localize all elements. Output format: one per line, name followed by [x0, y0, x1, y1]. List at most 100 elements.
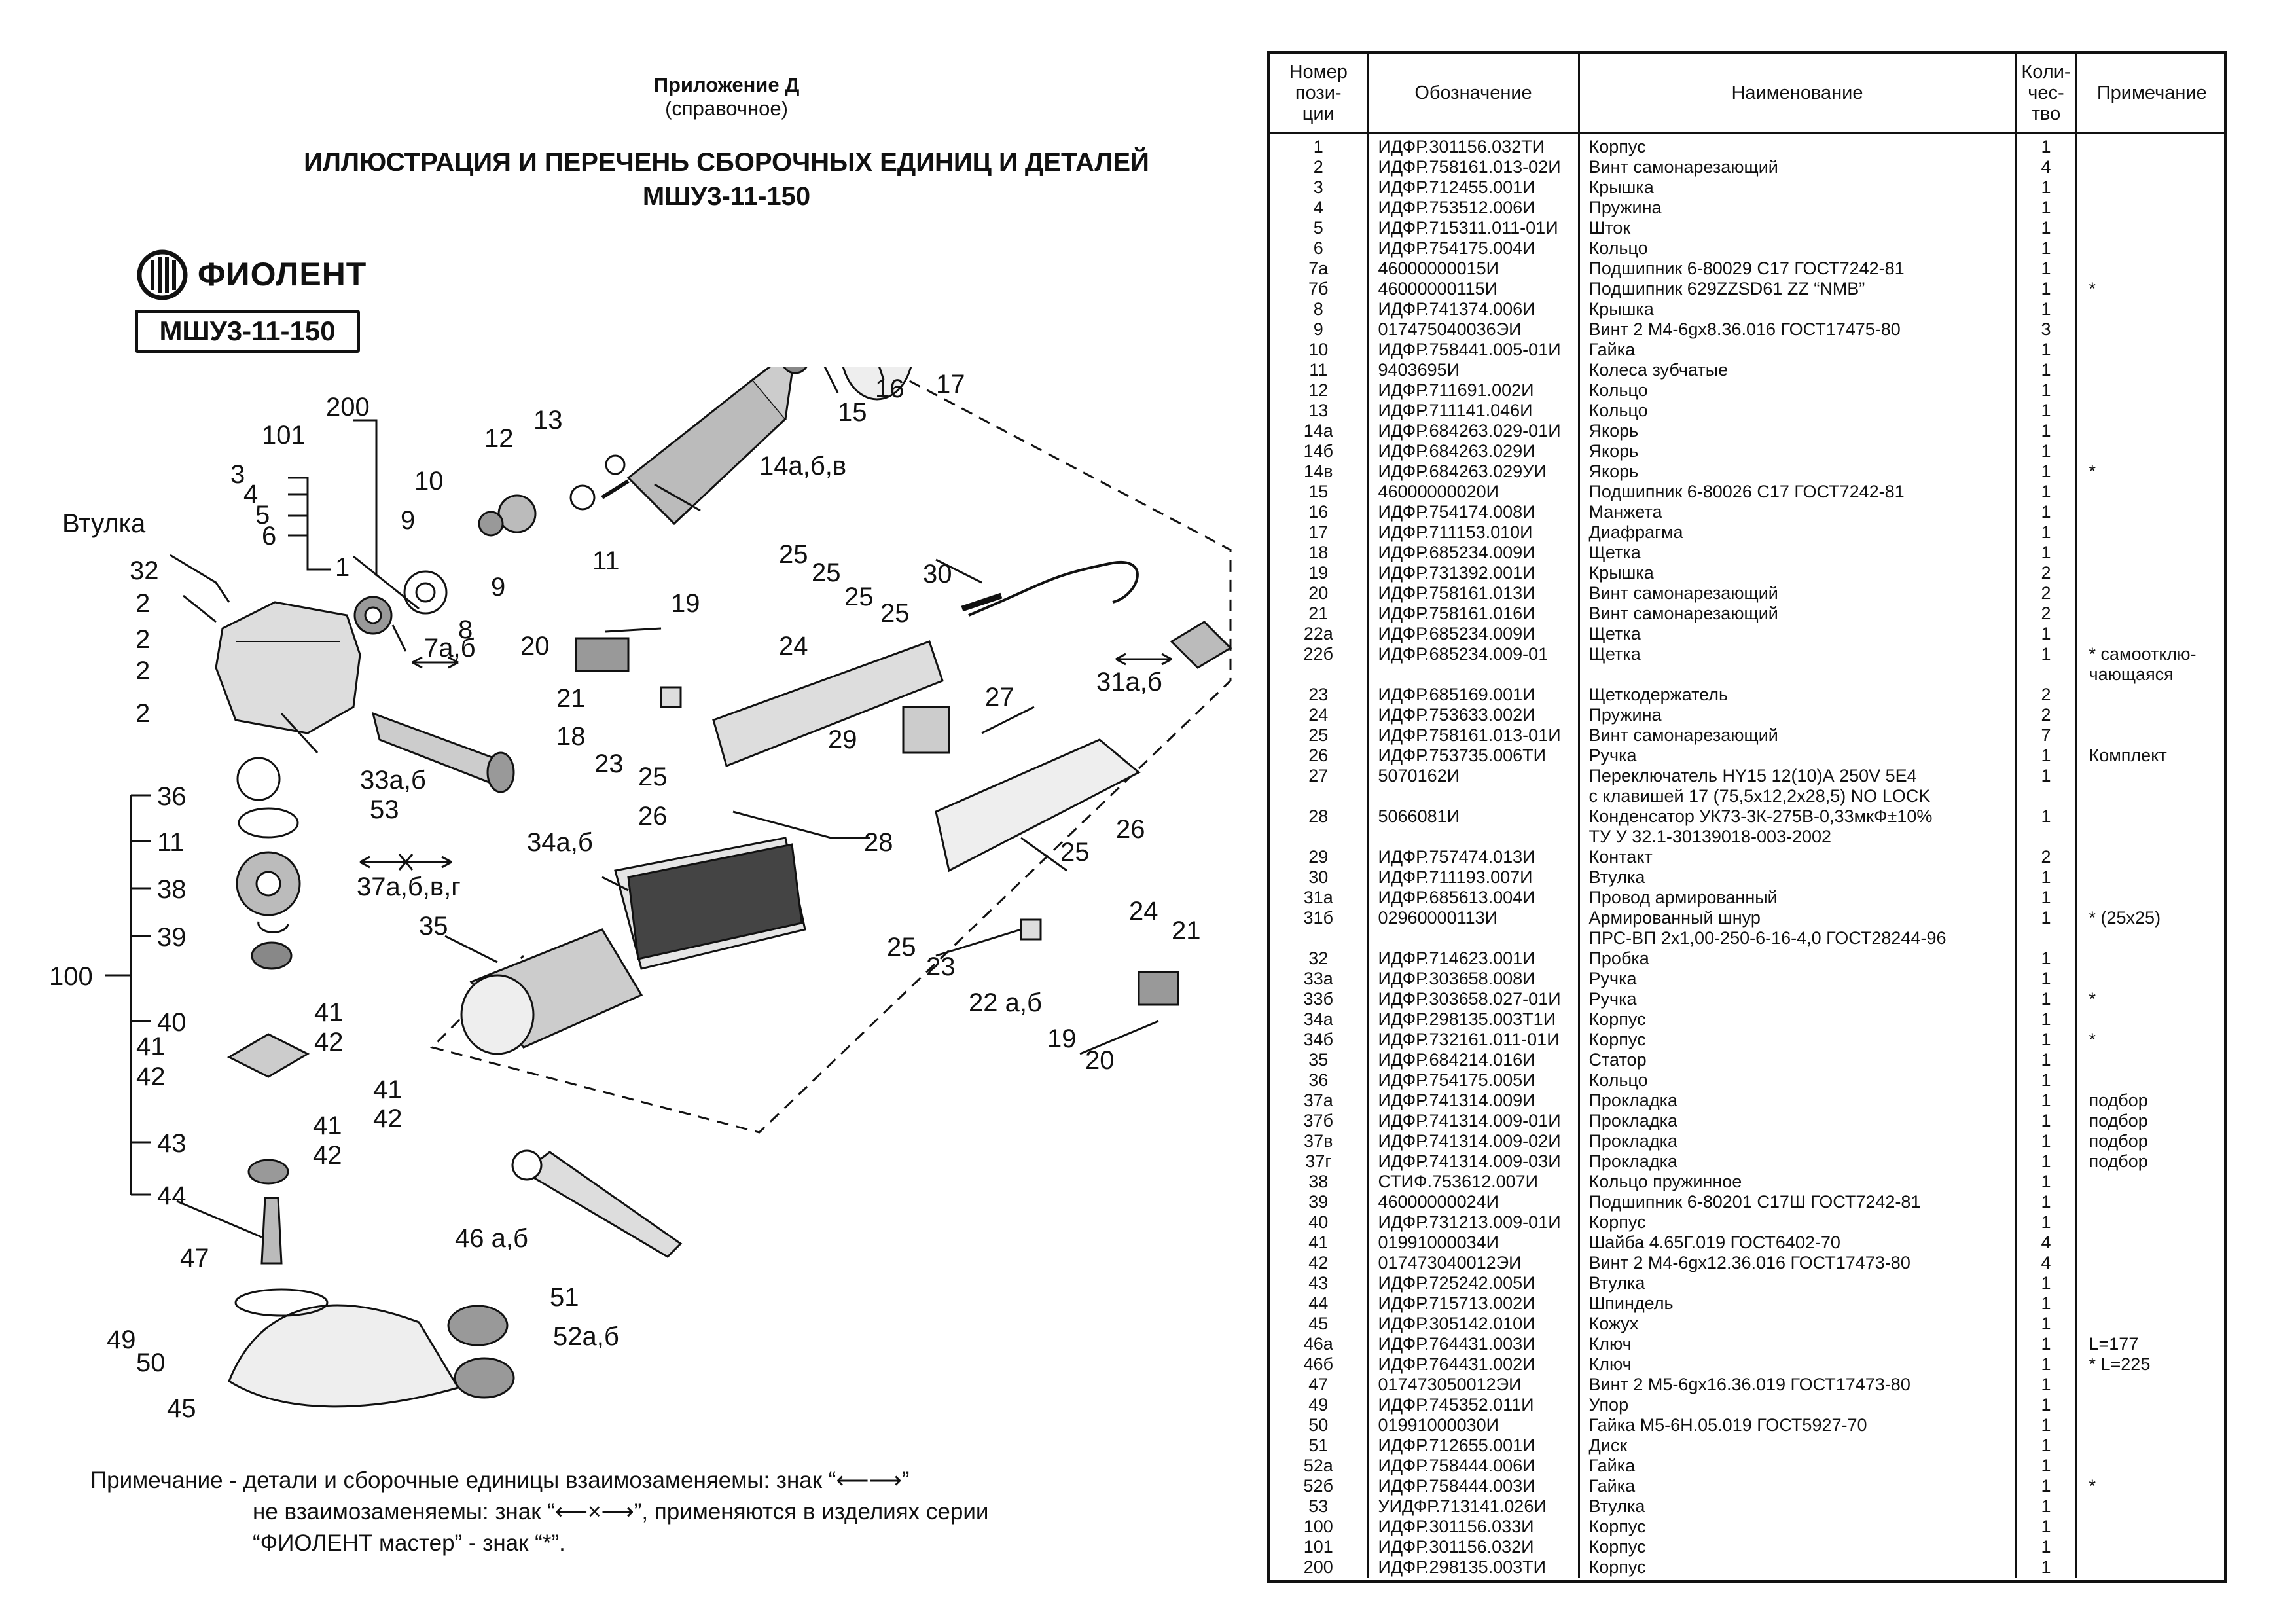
stator-icon [460, 928, 643, 1055]
cell-designation: ИДФР.684214.016И [1367, 1050, 1579, 1070]
cell-designation: ИДФР.758161.013-01И [1367, 725, 1579, 746]
cell-quantity: 1 [2015, 279, 2076, 299]
cell-designation: ИДФР.731392.001И [1367, 563, 1579, 583]
cell-name: Ключ [1577, 1334, 2016, 1354]
cell-designation: ИДФР.764431.002И [1367, 1354, 1579, 1375]
callout-32: 32 [130, 556, 159, 585]
cell-note [2075, 421, 2227, 441]
cell-designation: ИДФР.685234.009И [1367, 543, 1579, 563]
cell-name: Втулка [1577, 867, 2016, 888]
cell-designation: ИДФР.754175.004И [1367, 238, 1579, 259]
cell-designation: 46000000020И [1367, 482, 1579, 502]
cell-name: Ключ [1577, 1354, 2016, 1375]
callout-20b: 20 [1085, 1046, 1115, 1075]
cell-designation: ИДФР.711193.007И [1367, 867, 1579, 888]
cell-quantity: 1 [2015, 1415, 2076, 1435]
cell-note: * [2075, 1030, 2227, 1050]
cell-designation: ИДФР.684263.029УИ [1367, 461, 1579, 482]
cell-position: 6 [1313, 238, 1323, 258]
cell-note [2075, 1456, 2227, 1476]
cell-quantity: 1 [2015, 218, 2076, 238]
bracket-101 [288, 477, 331, 571]
handle-lower-icon [935, 738, 1141, 873]
cell-designation: ИДФР.753633.002И [1367, 705, 1579, 725]
callout-34: 34а,б [527, 828, 593, 857]
note-line-1: Примечание - детали и сборочные единицы … [90, 1468, 910, 1493]
cell-note: подбор [2075, 1091, 2227, 1111]
callout-38: 38 [157, 875, 187, 904]
cell-designation: ИДФР.298135.003Т1И [1367, 1009, 1579, 1030]
diaphragm-17-icon [842, 367, 912, 401]
cell-position: 5 [1313, 218, 1323, 238]
cell-position: 31б [1303, 908, 1334, 928]
cell-designation [1367, 664, 1579, 685]
cell-designation: ИДФР.741314.009И [1367, 1091, 1579, 1111]
callout-21b: 21 [1172, 916, 1201, 945]
cell-note [2075, 1375, 2227, 1395]
cell-note [2075, 888, 2227, 908]
cell-name: Гайка [1577, 1476, 2016, 1496]
bushing-43-icon [247, 1159, 289, 1185]
cell-designation: ИДФР.741314.009-02И [1367, 1131, 1579, 1151]
cell-note [2075, 1314, 2227, 1334]
cell-name: Пробка [1577, 948, 2016, 969]
cell-name: Прокладка [1577, 1111, 2016, 1131]
cell-note [2075, 705, 2227, 725]
cell-note: * [2075, 461, 2227, 482]
callout-42d: 42 [313, 1141, 342, 1170]
callout-1: 1 [335, 553, 350, 582]
cell-name: Статор [1577, 1050, 2016, 1070]
callout-25e: 25 [880, 599, 910, 628]
cell-name: Прокладка [1577, 1151, 2016, 1172]
cell-quantity: 1 [2015, 1456, 2076, 1476]
cell-name: Винт самонарезающий [1577, 725, 2016, 746]
cell-designation: 017473050012ЭИ [1367, 1375, 1579, 1395]
cell-position: 49 [1308, 1395, 1329, 1415]
cell-quantity: 2 [2015, 604, 2076, 624]
cell-name: Якорь [1577, 421, 2016, 441]
cell-name: Гайка [1577, 1456, 2016, 1476]
cell-note: * [2075, 1476, 2227, 1496]
cell-position: 15 [1308, 482, 1329, 501]
cell-quantity: 1 [2015, 543, 2076, 563]
bearing-39-icon [251, 941, 293, 970]
cell-position: 100 [1303, 1517, 1333, 1536]
cell-quantity: 1 [2015, 1151, 2076, 1172]
callout-8: 8 [458, 615, 473, 644]
header-name: Наименование [1577, 54, 2016, 134]
cell-quantity: 1 [2015, 502, 2076, 522]
cell-designation: ИДФР.741314.009-01И [1367, 1111, 1579, 1131]
cell-note [2075, 685, 2227, 705]
cell-designation [1367, 827, 1579, 847]
cell-position: 33б [1303, 989, 1334, 1009]
cell-position [1270, 827, 1368, 847]
cell-name: ТУ У 32.1-30139018-003-2002 [1577, 827, 2016, 847]
brush-cap-19b-icon [1138, 971, 1179, 1006]
cell-note: * самоотклю- [2075, 644, 2227, 664]
cell-note [2075, 1557, 2227, 1578]
cell-note [2075, 1293, 2227, 1314]
cell-name: Армированный шнур [1577, 908, 2016, 928]
cell-name: Щеткодержатель [1577, 685, 2016, 705]
cell-quantity: 1 [2015, 969, 2076, 989]
callout-16: 16 [875, 374, 905, 403]
cell-name: Ручка [1577, 989, 2016, 1009]
footnote: Примечание - детали и сборочные единицы … [90, 1465, 1242, 1559]
cell-position: 42 [1308, 1253, 1329, 1272]
cell-designation: ИДФР.754175.005И [1367, 1070, 1579, 1091]
spindle-44-icon [260, 1197, 283, 1265]
callout-50: 50 [136, 1348, 166, 1377]
cell-quantity: 1 [2015, 624, 2076, 644]
